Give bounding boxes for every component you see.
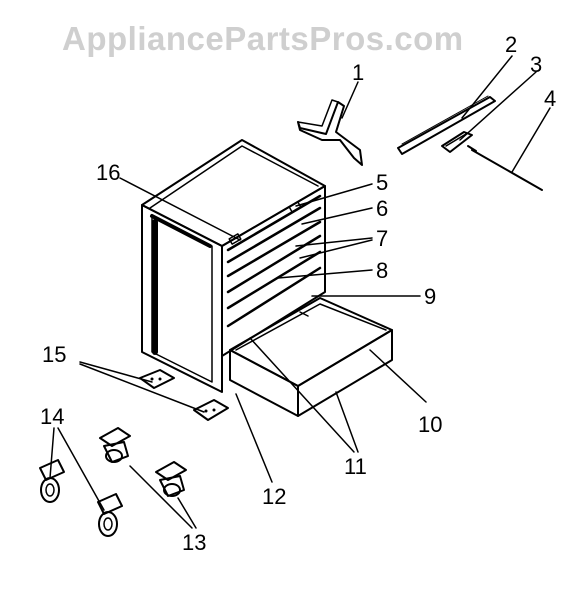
callout-1: 1 <box>352 60 364 85</box>
part-14-casters <box>39 459 123 537</box>
callout-14: 14 <box>40 404 64 429</box>
callout-6: 6 <box>376 196 388 221</box>
tool-cabinet <box>141 139 326 393</box>
part-10-bottom-drawer <box>229 297 393 417</box>
part-4-rod <box>467 145 543 191</box>
callout-labels: 1 2 3 4 5 6 7 8 9 10 11 12 13 14 15 16 <box>40 32 556 555</box>
part-13-casters <box>99 427 187 497</box>
part-1-bracket <box>297 99 363 166</box>
callout-3: 3 <box>530 52 542 77</box>
callout-9: 9 <box>424 284 436 309</box>
part-15-mounting-plates <box>139 369 229 421</box>
callout-13: 13 <box>182 530 206 555</box>
callout-7: 7 <box>376 226 388 251</box>
part-3-plate <box>441 131 473 153</box>
callout-5: 5 <box>376 170 388 195</box>
callout-15: 15 <box>42 342 66 367</box>
callout-12: 12 <box>262 484 286 509</box>
watermark-logo: AppliancePartsPros.com <box>62 20 464 57</box>
callout-8: 8 <box>376 258 388 283</box>
callout-2: 2 <box>505 32 517 57</box>
callout-4: 4 <box>544 86 556 111</box>
callout-11: 11 <box>344 454 367 479</box>
callout-10: 10 <box>418 412 442 437</box>
callout-16: 16 <box>96 160 120 185</box>
leader-lines <box>49 55 551 529</box>
